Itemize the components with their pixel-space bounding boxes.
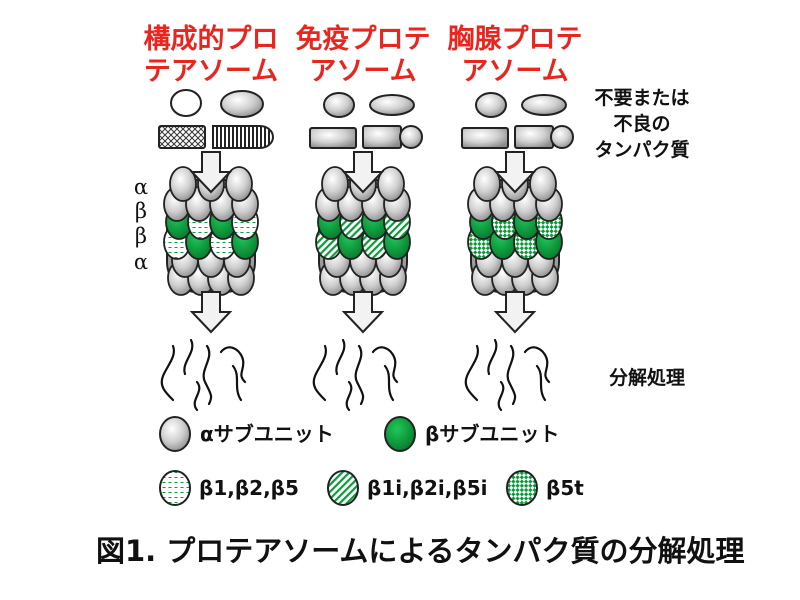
peptide-fragment [219,346,247,384]
substrate-gray-block [362,125,402,149]
peptide-fragment [193,380,201,412]
peptide-fragment [345,380,353,412]
peptide-fragment [312,344,327,402]
proteasome-2 [315,151,411,334]
legend: αサブユニット βサブユニット β1,β2,β5 β1i,β2i,β5i β5t [159,416,584,506]
alpha-subunit [169,166,197,202]
ring-label-alpha-top: α [134,175,148,199]
substrate-gray-oval [521,94,567,116]
substrate-gray-oval [475,92,507,118]
peptide-fragment [231,364,243,402]
title-thymo-line1: 胸腺プロテ [448,24,583,55]
legend-beta-immuno-swatch [327,470,359,506]
legend-beta-constitutive-swatch [159,470,191,506]
legend-beta-thymo-label: β5t [546,476,584,500]
substrate-label-line1: 不要または [594,87,689,109]
legend-beta-thymo-swatch [506,470,538,506]
entry-arrow [493,151,537,194]
substrate-gray-block [461,127,509,149]
degradation-label: 分解処理 [609,366,685,389]
peptide-fragment [487,338,498,376]
legend-beta-label: βサブユニット [425,422,559,446]
legend-beta-immuno-label: β1i,β2i,β5i [367,476,487,500]
proteasome-3 [467,151,563,334]
ring-labels: α β β α [134,175,148,274]
legend-beta-constitutive-label: β1,β2,β5 [199,476,299,500]
peptide-fragment [160,344,175,402]
peptide-fragment [183,338,194,376]
substrate-gray-block [309,127,357,149]
title-immuno-line2: アソーム [309,56,416,87]
column-titles: 構成的プロ テアソーム 免疫プロテ アソーム 胸腺プロテ アソーム [144,23,583,87]
title-immuno-line1: 免疫プロテ [296,23,431,55]
peptide-fragment [497,380,505,412]
exit-arrow [341,291,385,334]
substrate-gray-ball [550,125,574,149]
peptide-fragment [523,346,551,384]
substrates-constitutive [158,89,274,149]
peptide-fragment [335,338,346,376]
entry-arrow [341,151,385,194]
peptide-fragment [464,344,479,402]
peptide-fragment [354,344,365,406]
alpha-subunit [473,166,501,202]
exit-arrow [493,291,537,334]
alpha-subunit [529,166,557,202]
title-constitutive-line2: テアソーム [144,56,278,87]
legend-alpha-swatch [159,416,191,452]
substrate-crosshatch-block [158,125,206,149]
legend-beta-swatch [384,416,416,452]
peptide-fragment [535,364,547,402]
substrate-gray-oval [369,94,415,116]
peptide-fragment [383,364,395,402]
substrate-gray-oval [220,90,264,118]
legend-alpha-label: αサブユニット [200,422,334,446]
ring-label-beta-lower: β [135,224,147,248]
substrate-label: 不要または 不良の タンパク質 [594,87,689,161]
substrate-label-line2: 不良の [613,112,670,135]
peptide-fragment [371,346,399,384]
peptide-fragment [202,344,213,406]
proteasome-1 [163,151,259,334]
title-constitutive-line1: 構成的プロ [144,23,279,55]
substrate-gray-oval [323,92,355,118]
alpha-subunit [377,166,405,202]
alpha-subunit [225,166,253,202]
substrate-gray-block [514,125,554,149]
substrate-label-line3: タンパク質 [594,138,689,161]
peptide-fragment [506,344,517,406]
substrate-gray-ball [399,125,423,149]
proteasome-group [163,151,563,334]
substrate-white-oval [170,89,202,117]
substrates-immuno [309,92,423,149]
peptide-fragment-group [160,338,551,412]
substrates-thymo [461,92,574,149]
substrate-striped-block [212,125,274,149]
ring-label-beta-upper: β [135,199,147,223]
figure-caption: 図1. プロテアソームによるタンパク質の分解処理 [96,534,745,568]
alpha-subunit [321,166,349,202]
title-thymo-line2: アソーム [461,56,568,87]
ring-label-alpha-bottom: α [134,250,148,274]
exit-arrow [189,291,233,334]
entry-arrow [189,151,233,194]
